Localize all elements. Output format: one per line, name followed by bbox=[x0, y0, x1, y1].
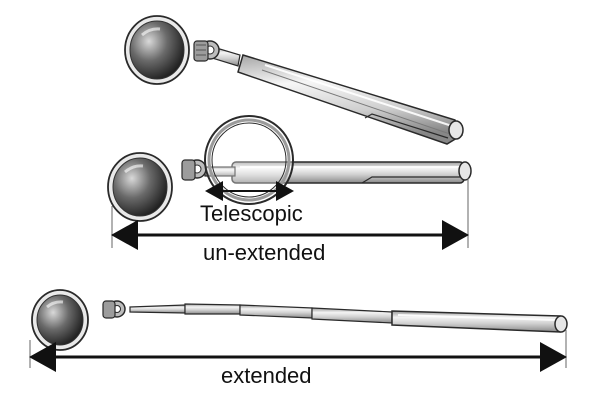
telescopic-label: Telescopic bbox=[200, 201, 303, 226]
unextended-swivel-joint bbox=[181, 159, 207, 181]
extended-mirror-tool bbox=[29, 289, 568, 372]
unextended-handle-end-cap bbox=[458, 161, 472, 181]
extended-mirror-head bbox=[31, 289, 89, 351]
unextended-mirror-head bbox=[107, 152, 173, 222]
angled-swivel-joint bbox=[193, 40, 241, 67]
angled-mirror-head bbox=[124, 15, 190, 85]
unextended-label: un-extended bbox=[203, 240, 326, 265]
extended-label: extended bbox=[221, 363, 312, 388]
extended-segment-3 bbox=[311, 307, 393, 324]
magnifying-glass-icon bbox=[204, 115, 294, 205]
extended-handle bbox=[391, 310, 561, 333]
extended-swivel-joint bbox=[102, 300, 126, 319]
extended-segment-1 bbox=[184, 303, 241, 315]
extended-handle-end-cap bbox=[554, 315, 568, 333]
angled-handle-end-cap bbox=[448, 120, 464, 140]
angled-mirror-tool bbox=[124, 15, 464, 145]
extended-segment-2 bbox=[239, 304, 313, 319]
unextended-mirror-tool bbox=[107, 115, 472, 250]
